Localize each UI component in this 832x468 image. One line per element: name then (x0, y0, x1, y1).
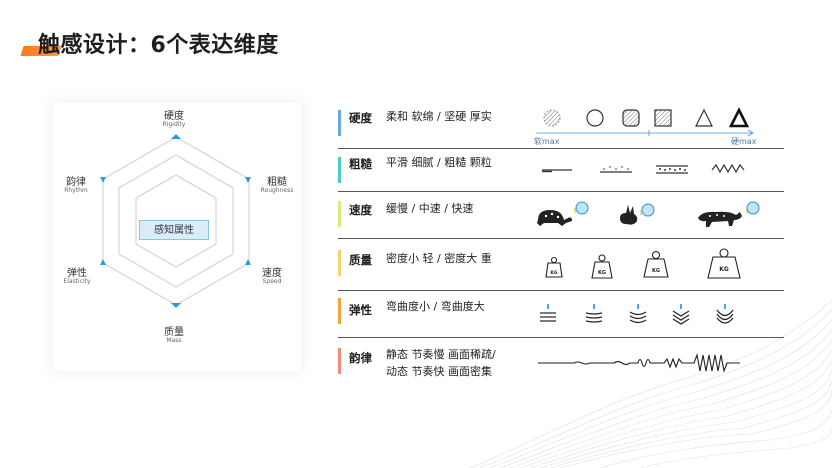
row-description: 缓慢 / 中速 / 快速 (386, 202, 474, 215)
row-title: 弹性 (349, 303, 372, 317)
spring-max-icon (716, 309, 734, 324)
spring-strong-icon (672, 310, 690, 325)
row-description: 密度小 轻 / 密度大 重 (386, 252, 492, 265)
turtle-icon (537, 210, 572, 226)
row-description: 平滑 细腻 / 粗糙 颗粒 (386, 156, 492, 169)
vertex-label-speed: 速度 Speed (262, 268, 282, 285)
row-title: 质量 (349, 253, 372, 267)
dimension-row-roughness: 粗糙 平滑 细腻 / 粗糙 颗粒 (338, 152, 784, 190)
row-color-bar (338, 110, 341, 136)
dimension-row-rhythm: 韵律 静态 节奏慢 画面稀疏/ 动态 节奏快 画面密集 (338, 342, 784, 384)
weight-large-icon (643, 258, 669, 278)
svg-text:KG: KG (719, 266, 729, 273)
vertex-marker-speed (245, 259, 251, 265)
vertex-label-roughness: 粗糙 Roughness (260, 177, 294, 194)
row-description-line-1: 静态 节奏慢 画面稀疏/ (386, 348, 496, 361)
triangle-outline-icon (695, 108, 713, 127)
waveform-icon (538, 352, 740, 374)
row-color-bar (338, 201, 341, 227)
cheetah-icon (698, 211, 742, 227)
zigzag-line-icon (711, 163, 745, 174)
vertex-marker-mass (171, 303, 181, 308)
row-color-bar (338, 250, 341, 276)
roughness-lines (542, 163, 745, 174)
hex-ring-inner (135, 174, 217, 268)
vertex-label-mass: 质量 Mass (164, 327, 184, 344)
circle-icon (586, 109, 604, 127)
row-color-bar (338, 348, 341, 374)
hex-ring-middle (118, 154, 234, 288)
vertex-marker-roughness (245, 177, 251, 183)
vertex-marker-rigidity (171, 134, 181, 139)
row-description-line-2: 动态 节奏快 画面密集 (386, 365, 492, 378)
square-icon (654, 109, 672, 127)
vertex-marker-rhythm (100, 177, 106, 183)
vertex-label-rhythm: 韵律 Rhythm (64, 177, 88, 194)
soft-circle-icon (543, 109, 561, 127)
spring-slight-icon (585, 312, 603, 323)
row-description: 柔和 软绵 / 坚硬 厚实 (386, 110, 492, 123)
page-title: 触感设计：6个表达维度 (38, 33, 279, 58)
spring-medium-icon (629, 311, 647, 324)
row-divider (338, 148, 784, 149)
row-title: 粗糙 (349, 157, 372, 171)
spring-flat-icon (540, 312, 556, 322)
weight-heavy-icon (707, 256, 741, 279)
svg-text:KG: KG (550, 270, 557, 276)
row-color-bar (338, 298, 341, 324)
rabbit-icon (620, 205, 638, 225)
hardness-shapes (536, 107, 754, 137)
dimension-row-mass: 质量 密度小 轻 / 密度大 重 KG KG KG KG (338, 244, 784, 289)
axis-label-soft: 软max (534, 137, 560, 146)
rhythm-waveform (538, 352, 740, 374)
row-title: 韵律 (349, 351, 372, 365)
row-description: 弯曲度小 / 弯曲度大 (386, 300, 485, 313)
weight-icons: KG KG KG KG (545, 248, 741, 279)
axis-label-hard: 硬max (731, 137, 757, 146)
hexagon-diagram (100, 134, 251, 308)
vertex-label-rigidity: 硬度 Rigidity (162, 111, 186, 128)
row-divider (338, 238, 784, 239)
dimension-row-elasticity: 弹性 弯曲度小 / 弯曲度大 (338, 295, 784, 335)
row-title: 速度 (349, 203, 372, 217)
speed-bubble-icon (575, 201, 589, 215)
svg-text:KG: KG (652, 268, 660, 274)
dimension-row-hardness: 硬度 柔和 软绵 / 坚硬 厚实 软max 硬max (338, 106, 784, 148)
weight-small-icon (545, 262, 563, 278)
triangle-bold-icon (728, 107, 750, 128)
dimension-row-speed: 速度 缓慢 / 中速 / 快速 (338, 196, 784, 236)
elasticity-springs (540, 304, 734, 325)
weight-medium-icon (591, 261, 613, 279)
row-title: 硬度 (349, 111, 372, 125)
row-divider (338, 337, 784, 338)
center-label: 感知属性 (139, 220, 209, 240)
row-color-bar (338, 157, 341, 183)
speed-bubble-icon (746, 201, 760, 215)
speed-animals (537, 201, 760, 227)
row-divider (338, 191, 784, 192)
svg-text:KG: KG (598, 270, 606, 276)
row-divider (338, 290, 784, 291)
speed-bubble-icon (641, 203, 655, 217)
vertex-label-elasticity: 弹性 Elasticity (63, 268, 91, 285)
vertex-marker-elasticity (100, 259, 106, 265)
rounded-square-icon (622, 109, 640, 127)
